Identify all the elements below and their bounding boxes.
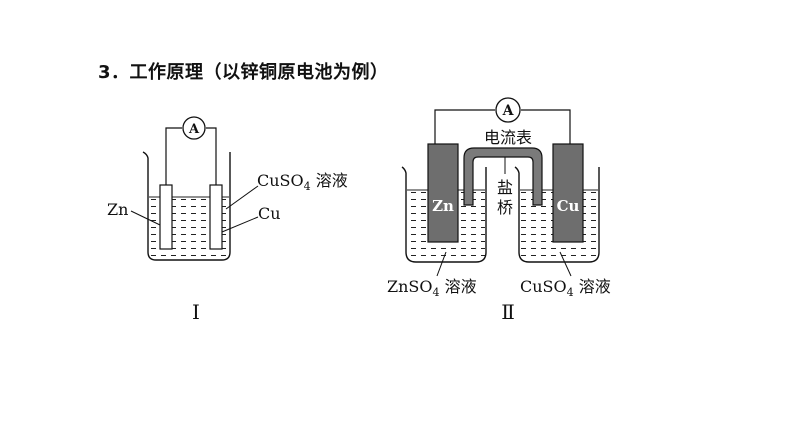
- fig2-roman-numeral: Ⅱ: [501, 300, 515, 324]
- fig1-beaker: [142, 151, 231, 261]
- fig2-zn-electrode: [427, 143, 459, 243]
- fig1-cu-label: Cu: [258, 204, 281, 223]
- figure-1-single-beaker-cell: A Zn Cu CuSO4 溶液 Ⅰ: [107, 116, 348, 324]
- fig2-ammeter-symbol: A: [502, 103, 515, 119]
- section-heading: 3．工作原理（以锌铜原电池为例）: [98, 62, 389, 83]
- fig2-left-solution-leader: [436, 251, 447, 277]
- fig2-wire: [434, 109, 571, 144]
- fig2-cu-label: Cu: [557, 197, 580, 215]
- fig2-right-solution-leader: [559, 251, 572, 277]
- fig2-salt-bridge: [463, 147, 543, 206]
- fig2-bridge-label-1: 盐: [497, 178, 513, 197]
- fig1-zn-leader: [130, 210, 161, 226]
- fig1-cu-electrode: [209, 184, 223, 250]
- fig1-solution-label: CuSO4 溶液: [257, 171, 348, 193]
- fig2-left-beaker: [401, 166, 487, 263]
- fig1-solution-leader: [225, 185, 259, 210]
- figure-2-salt-bridge-cell: A 电流表 盐 桥 Zn Cu ZnSO4 溶液 CuSO4 溶液 Ⅱ: [387, 97, 611, 324]
- fig2-right-beaker: [514, 166, 600, 263]
- fig2-ammeter-label: 电流表: [484, 128, 532, 147]
- fig2-bridge-label-2: 桥: [497, 198, 513, 217]
- fig2-zn-label: Zn: [432, 197, 454, 215]
- fig1-cu-leader: [221, 216, 259, 233]
- fig1-zn-label: Zn: [107, 200, 128, 219]
- fig2-right-solution-label: CuSO4 溶液: [520, 277, 611, 299]
- fig1-roman-numeral: Ⅰ: [192, 300, 200, 324]
- fig1-ammeter-symbol: A: [188, 122, 200, 137]
- fig2-cu-electrode: [552, 143, 584, 243]
- fig1-wire: [165, 127, 217, 185]
- fig1-zn-electrode: [159, 184, 173, 250]
- fig2-ammeter: A: [495, 97, 521, 123]
- fig1-ammeter: A: [182, 116, 206, 140]
- fig2-left-solution-label: ZnSO4 溶液: [387, 277, 477, 299]
